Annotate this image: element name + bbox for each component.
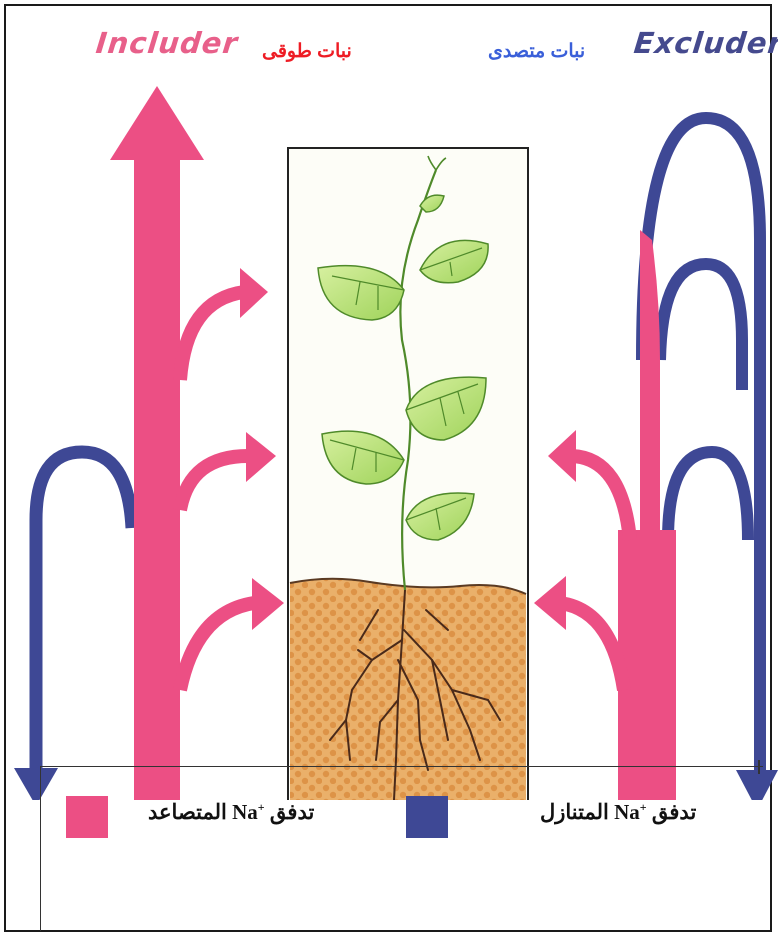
ascending-flow-swatch — [66, 796, 108, 838]
includer-flows — [14, 86, 284, 800]
na-flux-diagram — [0, 0, 778, 800]
legend-tick — [758, 760, 760, 774]
ascending-flow-legend: تدفق Na+ المتصاعد — [148, 800, 314, 825]
includer-arabic-label: نبات طوقى — [262, 40, 352, 63]
includer-label: Includer — [94, 26, 240, 60]
legend — [40, 766, 763, 931]
includer-descending-flow — [36, 452, 132, 768]
descending-flow-swatch — [406, 796, 448, 838]
excluder-trunk — [618, 530, 676, 800]
descending-suffix: المتنازل — [540, 800, 609, 824]
excluder-flows — [534, 118, 778, 800]
excluder-label: Excluder — [632, 26, 778, 60]
ascending-prefix: تدفق — [270, 800, 314, 824]
plant-panel — [288, 148, 528, 800]
includer-trunk-arrowhead — [110, 86, 204, 160]
includer-branches — [180, 292, 254, 690]
descending-ion: Na+ — [614, 800, 647, 824]
descending-prefix: تدفق — [652, 800, 696, 824]
descending-flow-legend: تدفق Na+ المتنازل — [540, 800, 696, 825]
ascending-ion: Na+ — [232, 800, 265, 824]
excluder-arabic-label: نبات متصدى — [488, 40, 585, 63]
ascending-suffix: المتصاعد — [148, 800, 227, 824]
includer-trunk — [134, 150, 180, 800]
